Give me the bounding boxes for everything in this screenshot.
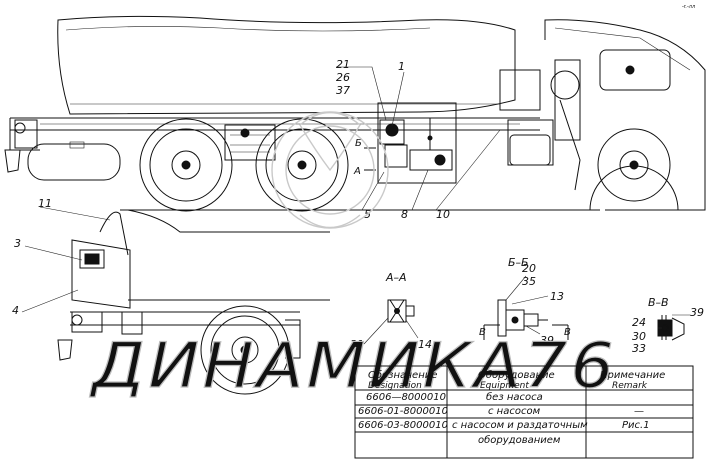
callout-13: 13 xyxy=(550,290,564,303)
callout-8: 8 xyxy=(401,208,408,221)
callouts: 1 21 26 37 5 8 10 11 3 4 31 14 20 35 13 … xyxy=(12,58,704,355)
table-header-equipment-ru: Оборудование xyxy=(478,369,555,381)
section-markers: Б A В В xyxy=(353,138,571,338)
section-title-a-a: А–А xyxy=(385,271,407,284)
callout-10: 10 xyxy=(436,208,450,221)
table-row-2-designation: 6606-01-8000010 xyxy=(358,406,448,417)
callout-24: 24 xyxy=(632,316,646,329)
table-row-2-remark: — xyxy=(634,406,644,417)
table-row-1-designation: 6606—8000010 xyxy=(366,392,446,403)
table-row-3-equipment: с насосом и раздаточным xyxy=(452,420,588,431)
callout-1: 1 xyxy=(398,60,405,73)
rear-wheel-1 xyxy=(139,118,233,212)
callout-14: 14 xyxy=(418,338,432,351)
table-row-1-equipment: без насоса xyxy=(486,391,543,403)
table-header-remark-ru: Примечание xyxy=(600,370,665,381)
callout-3: 3 xyxy=(14,237,21,250)
callout-31: 31 xyxy=(350,338,364,351)
table-header-equipment-en: Equipment xyxy=(480,381,529,391)
front-wheel xyxy=(589,128,679,211)
table-row-4-equipment: оборудованием xyxy=(478,434,561,446)
table-row-3-designation: 6606-03-8000010 xyxy=(358,420,448,431)
callout-39-a: 39 xyxy=(540,334,554,347)
tank-truck-side-view xyxy=(4,15,706,211)
callout-30: 30 xyxy=(632,330,646,343)
callout-35: 35 xyxy=(522,275,536,288)
section-v-v: В–В xyxy=(648,296,685,341)
callout-20: 20 xyxy=(522,262,536,275)
callout-39-b: 39 xyxy=(690,306,704,319)
section-mark-v-left: В xyxy=(479,327,486,338)
section-b-b: Б–Б xyxy=(483,256,569,340)
section-mark-b-left: Б xyxy=(355,138,362,149)
table-row-3-remark: Рис.1 xyxy=(622,420,650,431)
table-header-designation-ru: Обозначение xyxy=(368,369,437,381)
section-mark-a-left: A xyxy=(353,166,361,177)
callout-11: 11 xyxy=(38,197,52,210)
callout-37: 37 xyxy=(336,84,350,97)
section-a-a: А–А xyxy=(385,271,415,323)
watermark: ДИНАМИКА76 xyxy=(88,111,615,403)
corner-mark: -r.-лл xyxy=(682,4,696,10)
callout-33: 33 xyxy=(632,342,646,355)
section-title-b-b: Б–Б xyxy=(508,256,529,269)
callout-4: 4 xyxy=(12,304,19,317)
table-header-designation-en: Designation xyxy=(368,381,422,391)
leader-lines xyxy=(21,66,690,345)
table-row-2-equipment: с насосом xyxy=(488,406,541,417)
table-header-remark-en: Remark xyxy=(612,381,648,391)
callout-21: 21 xyxy=(336,58,350,71)
callout-26: 26 xyxy=(336,71,350,84)
designation-table: Обозначение Designation Оборудование Equ… xyxy=(354,365,694,459)
rear-detail-view xyxy=(57,209,330,395)
section-title-v-v: В–В xyxy=(648,296,669,309)
section-mark-v-right: В xyxy=(564,327,571,338)
